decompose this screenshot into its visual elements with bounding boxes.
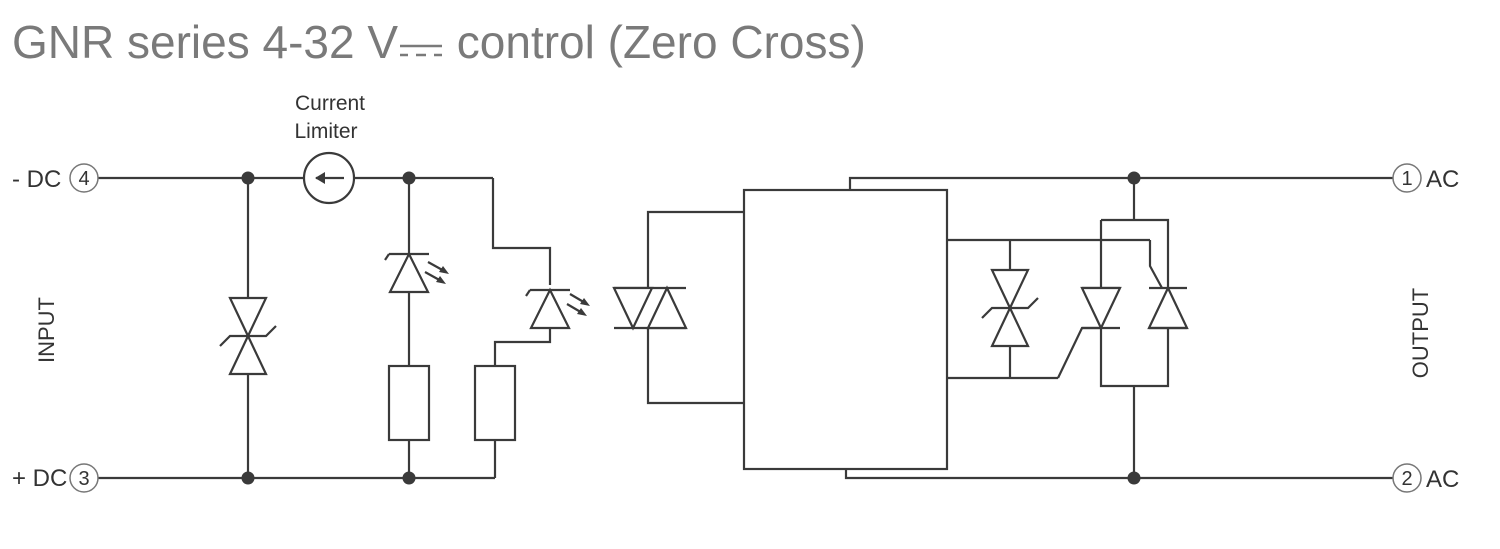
terminal-ac2: 2 AC bbox=[1392, 463, 1459, 493]
title-suffix: control (Zero Cross) bbox=[444, 16, 866, 68]
opto-triac bbox=[612, 210, 744, 405]
thyristor-right bbox=[1147, 285, 1189, 330]
pos-dc-label: + DC bbox=[12, 465, 67, 492]
terminal-ac1: 1 AC bbox=[1392, 163, 1459, 193]
zero-cross-block bbox=[742, 188, 949, 471]
title-prefix: GNR series 4-32 V bbox=[12, 16, 399, 68]
current-limiter-label-1: Current bbox=[295, 92, 365, 115]
terminal-pos-dc: + DC 3 bbox=[12, 463, 99, 493]
junction-dots-output bbox=[1127, 171, 1141, 485]
tvs-diode-output bbox=[981, 268, 1039, 348]
thyristor-left bbox=[1080, 286, 1122, 331]
pin-2: 2 bbox=[1401, 468, 1412, 490]
diagram-title: GNR series 4-32 V control (Zero Cross) bbox=[12, 12, 866, 72]
ac2-label: AC bbox=[1426, 466, 1459, 493]
resistor-1 bbox=[387, 364, 431, 442]
current-limiter-label-2: Limiter bbox=[294, 120, 357, 143]
terminal-neg-dc: - DC 4 bbox=[12, 163, 99, 193]
input-wiring bbox=[98, 176, 552, 480]
optocoupler-led bbox=[525, 287, 590, 330]
pin-3: 3 bbox=[78, 468, 89, 490]
tvs-diode-input bbox=[219, 296, 277, 376]
indicator-led bbox=[384, 251, 449, 294]
junction-dots-input bbox=[241, 171, 416, 485]
ac1-label: AC bbox=[1426, 166, 1459, 193]
pin-4: 4 bbox=[78, 168, 89, 190]
output-label: OUTPUT bbox=[1408, 288, 1433, 378]
pin-1: 1 bbox=[1401, 168, 1412, 190]
current-limiter: Current Limiter bbox=[294, 92, 365, 205]
input-label: INPUT bbox=[34, 297, 59, 363]
dc-voltage-icon bbox=[400, 44, 443, 57]
resistor-2 bbox=[473, 364, 517, 442]
neg-dc-label: - DC bbox=[12, 166, 61, 193]
